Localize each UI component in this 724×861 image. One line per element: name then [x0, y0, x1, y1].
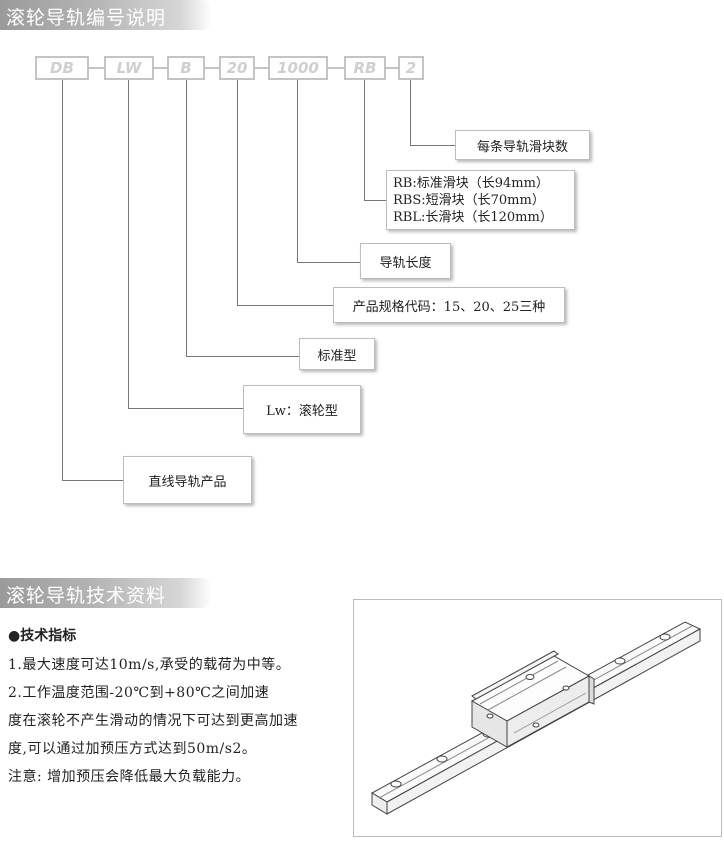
- box-block-count: 每条导轨滑块数: [455, 130, 590, 160]
- code-db: DB: [35, 56, 89, 80]
- section-header-tech: 滚轮导轨技术资料: [0, 578, 212, 608]
- leader-line: [62, 80, 63, 481]
- leader-line: [364, 80, 365, 201]
- box-linear-product: 直线导轨产品: [123, 456, 252, 504]
- leader-line: [128, 408, 243, 409]
- leader-line: [410, 145, 455, 146]
- section-title: 滚轮导轨技术资料: [6, 585, 167, 607]
- block-type-rbs: RBS:短滑块（长70mm）: [393, 193, 545, 208]
- box-label: 导轨长度: [379, 255, 432, 271]
- tech-line: 度在滚轮不产生滑动的情况下可达到更高加速: [8, 713, 298, 729]
- box-label: 标准型: [317, 348, 357, 364]
- box-label: 直线导轨产品: [148, 474, 227, 490]
- tech-line: 1.最大速度可达10m/s,承受的载荷为中等。: [8, 657, 291, 673]
- box-label: Lw：滚轮型: [266, 404, 338, 419]
- block-type-rbl: RBL:长滑块（长120mm）: [393, 210, 553, 225]
- code-lw: LW: [104, 56, 154, 80]
- code-length: 1000: [268, 56, 328, 80]
- tech-line: 度,可以通过加预压方式达到50m/s2。: [8, 741, 257, 757]
- box-rail-length: 导轨长度: [360, 243, 451, 279]
- box-label: 每条导轨滑块数: [476, 139, 568, 155]
- box-spec-code: 产品规格代码：15、20、25三种: [333, 287, 565, 323]
- tech-line: 注意: 增加预压会降低最大负载能力。: [8, 769, 251, 785]
- section-title: 滚轮导轨编号说明: [6, 7, 167, 29]
- code-connector: [205, 67, 219, 69]
- leader-line: [237, 80, 238, 306]
- leader-line: [410, 80, 411, 146]
- leader-line: [297, 262, 360, 263]
- code-connector: [328, 67, 344, 69]
- code-connector: [89, 67, 104, 69]
- leader-line: [62, 480, 123, 481]
- leader-line: [364, 200, 386, 201]
- code-connector: [255, 67, 268, 69]
- tech-line: 2.工作温度范围-20℃到+80℃之间加速: [8, 685, 270, 701]
- code-connector: [386, 67, 398, 69]
- code-block-count: 2: [398, 56, 424, 80]
- linear-guide-rail-illustration: [370, 621, 702, 815]
- leader-line: [186, 356, 299, 357]
- code-b: B: [167, 56, 205, 80]
- box-block-types: RB:标准滑块（长94mm） RBS:短滑块（长70mm） RBL:长滑块（长1…: [386, 170, 575, 230]
- product-illustration: [353, 599, 722, 837]
- box-label: 产品规格代码：15、20、25三种: [352, 299, 546, 315]
- leader-line: [237, 305, 333, 306]
- box-roller-type: Lw：滚轮型: [243, 385, 361, 434]
- leader-line: [297, 80, 298, 263]
- section-header-numbering: 滚轮导轨编号说明: [0, 0, 212, 30]
- code-connector: [154, 67, 167, 69]
- tech-specs: ●技术指标 1.最大速度可达10m/s,承受的载荷为中等。 2.工作温度范围-2…: [8, 625, 368, 791]
- box-standard: 标准型: [299, 338, 375, 370]
- code-block-type: RB: [344, 56, 386, 80]
- leader-line: [128, 80, 129, 409]
- tech-title: ●技术指标: [8, 628, 77, 644]
- leader-line: [186, 80, 187, 357]
- code-size: 20: [219, 56, 255, 80]
- block-type-rb: RB:标准滑块（长94mm）: [393, 176, 549, 191]
